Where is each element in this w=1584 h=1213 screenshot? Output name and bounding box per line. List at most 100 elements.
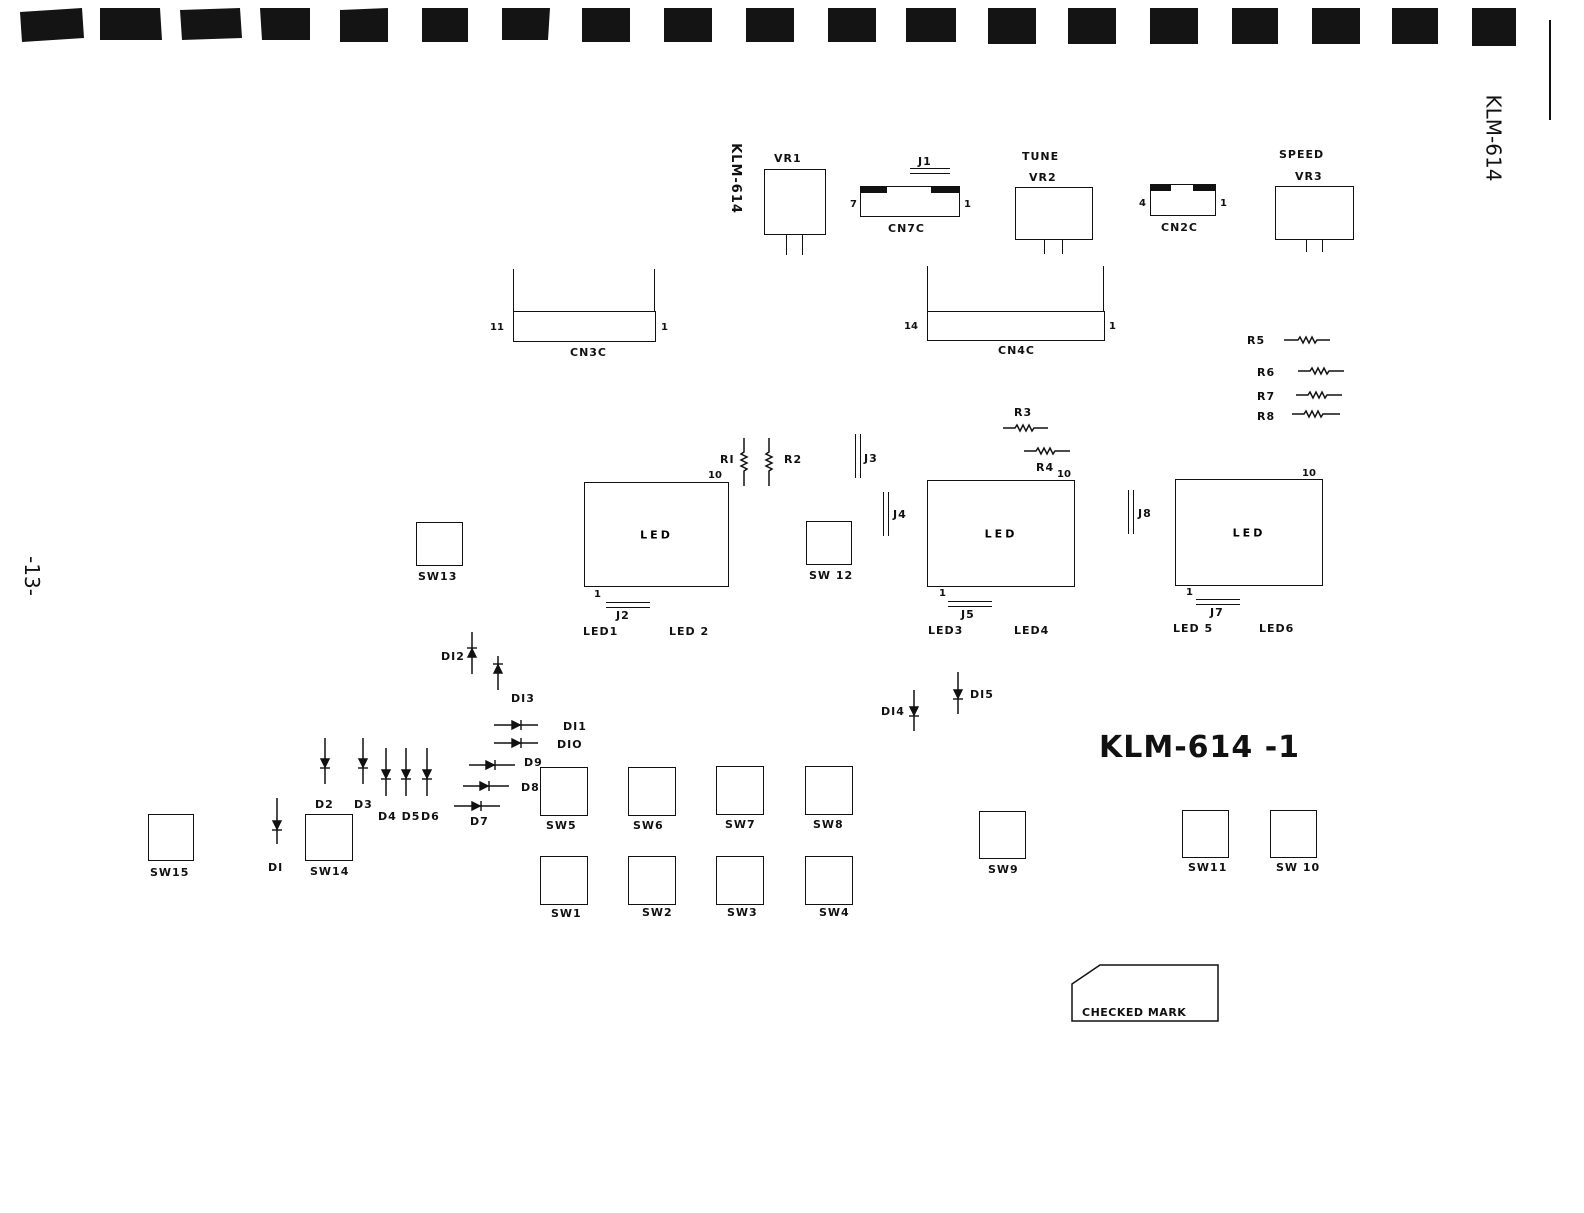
- sw14-switch: [305, 814, 353, 861]
- cn7c-left-pin: 7: [850, 199, 857, 210]
- r7-label: R7: [1257, 390, 1276, 403]
- sw8-switch: [805, 766, 853, 815]
- vr1-pot: [764, 169, 826, 235]
- j5-label: J5: [961, 608, 975, 621]
- j2-label: J2: [616, 609, 630, 622]
- d8-label: D8: [521, 781, 540, 794]
- cn4c-left-pin: 14: [904, 321, 918, 332]
- cn4c-label: CN4C: [998, 344, 1036, 357]
- header-code: KLM-614: [1481, 94, 1506, 182]
- vr1-label: VR1: [774, 152, 802, 165]
- vr2-pot: [1015, 187, 1093, 240]
- d13-label: DI3: [511, 692, 535, 705]
- sw13-switch: [416, 522, 463, 566]
- speed-label: SPEED: [1279, 148, 1325, 161]
- sw2-switch: [628, 856, 676, 905]
- sw14-label: SW14: [310, 865, 350, 878]
- r4-label: R4: [1036, 461, 1055, 474]
- d4d5-label: D4 D5: [378, 810, 421, 823]
- cn2c-label: CN2C: [1161, 221, 1199, 234]
- cn7c-label: CN7C: [888, 222, 926, 235]
- sw12-label: SW 12: [809, 569, 854, 582]
- sw4-switch: [805, 856, 853, 905]
- cn7c-right-pin: 1: [964, 199, 971, 210]
- led5-label: LED 5: [1173, 622, 1214, 635]
- sw6-label: SW6: [633, 819, 664, 832]
- sw15-label: SW15: [150, 866, 190, 879]
- cn3c-right-pin: 1: [661, 322, 668, 333]
- d12-label: DI2: [441, 650, 465, 663]
- r2-label: R2: [784, 453, 803, 466]
- j4-label: J4: [893, 508, 907, 521]
- d2-label: D2: [315, 798, 334, 811]
- sw1-switch: [540, 856, 588, 905]
- sw10-label: SW 10: [1276, 861, 1321, 874]
- sw7-label: SW7: [725, 818, 756, 831]
- vr3-pot: [1275, 186, 1354, 240]
- led-c-pin-ten: 10: [1302, 468, 1316, 479]
- sw15-switch: [148, 814, 194, 861]
- r3-label: R3: [1014, 406, 1033, 419]
- cn3c-label: CN3C: [570, 346, 608, 359]
- d11-label: DI1: [563, 720, 587, 733]
- led6-label: LED6: [1259, 622, 1295, 635]
- checked-mark-label: CHECKED MARK: [1082, 1006, 1187, 1019]
- d9-label: D9: [524, 756, 543, 769]
- board-code: KLM-614: [727, 143, 743, 214]
- sw3-label: SW3: [727, 906, 758, 919]
- led3-label: LED3: [928, 624, 964, 637]
- r6-label: R6: [1257, 366, 1276, 379]
- sw5-switch: [540, 767, 588, 816]
- r5-label: R5: [1247, 334, 1266, 347]
- cn4c-right-pin: 1: [1109, 321, 1116, 332]
- led-b-pin-one: 1: [939, 588, 946, 599]
- r1-label: RI: [720, 453, 735, 466]
- cn2c-left-pin: 4: [1139, 198, 1146, 209]
- board-title: KLM-614 -1: [1099, 730, 1301, 765]
- vr2-label: VR2: [1029, 171, 1057, 184]
- sw2-label: SW2: [642, 906, 673, 919]
- led1-label: LED1: [583, 625, 619, 638]
- d10-label: DIO: [557, 738, 583, 751]
- cn4c-connector: [927, 311, 1105, 341]
- led-c-pin-one: 1: [1186, 587, 1193, 598]
- sw12-switch: [806, 521, 852, 565]
- page-number: -13-: [19, 556, 44, 596]
- d3-label: D3: [354, 798, 373, 811]
- cn3c-left-pin: 11: [490, 322, 504, 333]
- r8-label: R8: [1257, 410, 1276, 423]
- sw11-switch: [1182, 810, 1229, 858]
- d6-label: D6: [421, 810, 440, 823]
- sw5-label: SW5: [546, 819, 577, 832]
- led-a-pin-ten: 10: [708, 470, 722, 481]
- led-display-3: LED: [1175, 479, 1323, 586]
- j3-label: J3: [864, 452, 878, 465]
- d14-label: DI4: [881, 705, 905, 718]
- sw9-label: SW9: [988, 863, 1019, 876]
- led-display-2: LED: [927, 480, 1075, 587]
- led-b-pin-ten: 10: [1057, 469, 1071, 480]
- d1-label: DI: [268, 861, 284, 874]
- d7-label: D7: [470, 815, 489, 828]
- sw8-label: SW8: [813, 818, 844, 831]
- cn3c-connector: [513, 311, 656, 342]
- sw11-label: SW11: [1188, 861, 1228, 874]
- led-display-1: LED: [584, 482, 729, 587]
- sw1-label: SW1: [551, 907, 582, 920]
- sw13-label: SW13: [418, 570, 458, 583]
- j1-label: J1: [918, 155, 932, 168]
- sw9-switch: [979, 811, 1026, 859]
- led4-label: LED4: [1014, 624, 1050, 637]
- sw7-switch: [716, 766, 764, 815]
- j7-label: J7: [1210, 606, 1224, 619]
- d15-label: DI5: [970, 688, 994, 701]
- vr3-label: VR3: [1295, 170, 1323, 183]
- sw10-switch: [1270, 810, 1317, 858]
- tune-label: TUNE: [1022, 150, 1060, 163]
- sw3-switch: [716, 856, 764, 905]
- cn2c-right-pin: 1: [1220, 198, 1227, 209]
- led-a-pin-one: 1: [594, 589, 601, 600]
- sw4-label: SW4: [819, 906, 850, 919]
- sw6-switch: [628, 767, 676, 816]
- j8-label: J8: [1138, 507, 1152, 520]
